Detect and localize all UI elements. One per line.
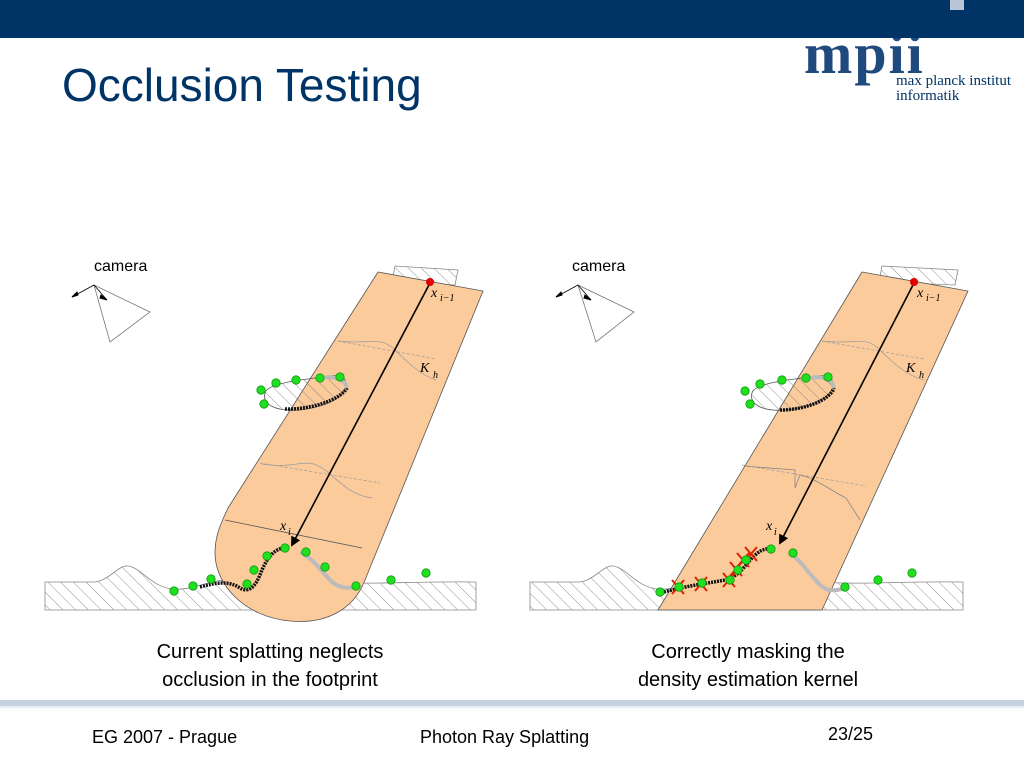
photon-point (766, 544, 776, 554)
mpii-logo: mpii (804, 38, 925, 86)
caption-right: Correctly masking the density estimation… (588, 638, 908, 694)
photon-point (301, 547, 311, 557)
photon-point (740, 386, 750, 396)
photon-points (169, 372, 431, 596)
diagram-right: camera x i−1 K h x i (529, 258, 969, 611)
photon-point (315, 373, 325, 383)
kernel-profile (261, 462, 373, 499)
photon-point (271, 378, 281, 388)
footer-divider-light (0, 706, 1024, 708)
photon-point (242, 579, 252, 589)
diagram-left: camera x i−1 K h x i (44, 258, 484, 622)
photon-point (320, 562, 330, 572)
occluder-segment (284, 386, 349, 411)
photon-points (655, 372, 917, 597)
ray-start-point (910, 278, 918, 286)
photon-point (335, 372, 345, 382)
photon-point (725, 575, 735, 585)
photon-ray (291, 282, 431, 547)
photon-point (840, 582, 850, 592)
surface-segment (788, 551, 847, 593)
photon-point (697, 578, 707, 588)
label-kernel-sub: h (433, 370, 438, 381)
photon-point (788, 548, 798, 558)
caption-right-line-2: density estimation kernel (637, 669, 859, 691)
photon-point (755, 379, 765, 389)
photon-point (351, 581, 361, 591)
photon-point (262, 551, 272, 561)
caption-right-line-1: Correctly masking the (651, 641, 845, 663)
header-accent (950, 0, 964, 10)
masked-kernel-band (657, 271, 969, 611)
photon-point (249, 565, 259, 575)
photon-point (823, 372, 833, 382)
photon-point (256, 385, 266, 395)
label-x-cur: x (765, 519, 773, 534)
camera-label: camera (572, 258, 625, 275)
photon-point (188, 581, 198, 591)
label-x-cur-sub: i (288, 527, 291, 538)
photon-point (777, 375, 787, 385)
label-x-cur-sub: i (774, 527, 777, 538)
occluder-loop (751, 375, 834, 411)
footer-event: EG 2007 - Prague (92, 727, 238, 747)
ray-start-point (426, 278, 434, 286)
label-kernel: K (419, 361, 430, 376)
label-kernel: K (905, 361, 916, 376)
photon-point (280, 543, 290, 553)
photon-point (259, 399, 269, 409)
occluder-segment (779, 387, 836, 412)
photon-point (741, 555, 751, 565)
photon-point (291, 375, 301, 385)
mpii-logo-mark: mpii (804, 38, 925, 86)
footer-divider (0, 700, 1024, 706)
kernel-slice-line (821, 340, 925, 360)
photon-point (206, 574, 216, 584)
kernel-slice-line (224, 519, 363, 549)
kernel-slice-line (337, 340, 437, 360)
caption-left: Current splatting neglects occlusion in … (110, 638, 430, 694)
photon-point (169, 586, 179, 596)
photon-point (421, 568, 431, 578)
camera-icon (71, 284, 151, 343)
photon-point (745, 399, 755, 409)
photon-point (733, 565, 743, 575)
kernel-slice-line (259, 462, 381, 484)
logo-text: max planck institut informatik (896, 74, 1011, 104)
occluder-loop (264, 375, 347, 411)
kernel-slice-line (741, 464, 867, 487)
page-number: 23/25 (828, 724, 874, 744)
photon-ray (779, 282, 915, 545)
caption-left-line-2: occlusion in the footprint (162, 669, 378, 691)
header-bar (0, 0, 1024, 38)
camera-icon (555, 284, 635, 343)
surface-segment (199, 546, 286, 592)
label-kernel-sub: h (919, 370, 924, 381)
kernel-profile-masked (743, 465, 861, 521)
label-x-cur: x (279, 519, 287, 534)
label-x-prev-sub: i−1 (440, 293, 455, 304)
camera-label: camera (94, 258, 147, 275)
logo-line-2: informatik (896, 88, 960, 104)
footer-talk-title: Photon Ray Splatting (420, 727, 590, 747)
photon-point (801, 373, 811, 383)
slide-title: Occlusion Testing (62, 59, 422, 111)
kernel-band (214, 271, 484, 622)
logo-line-1: max planck institut (896, 73, 1011, 89)
photon-point (655, 587, 665, 597)
label-x-prev: x (430, 286, 438, 301)
photon-point (907, 568, 917, 578)
photon-point (873, 575, 883, 585)
photon-point (386, 575, 396, 585)
caption-left-line-1: Current splatting neglects (156, 641, 384, 663)
surface-segment (299, 550, 359, 590)
label-x-prev: x (916, 286, 924, 301)
photon-point (674, 582, 684, 592)
label-x-prev-sub: i−1 (926, 293, 941, 304)
